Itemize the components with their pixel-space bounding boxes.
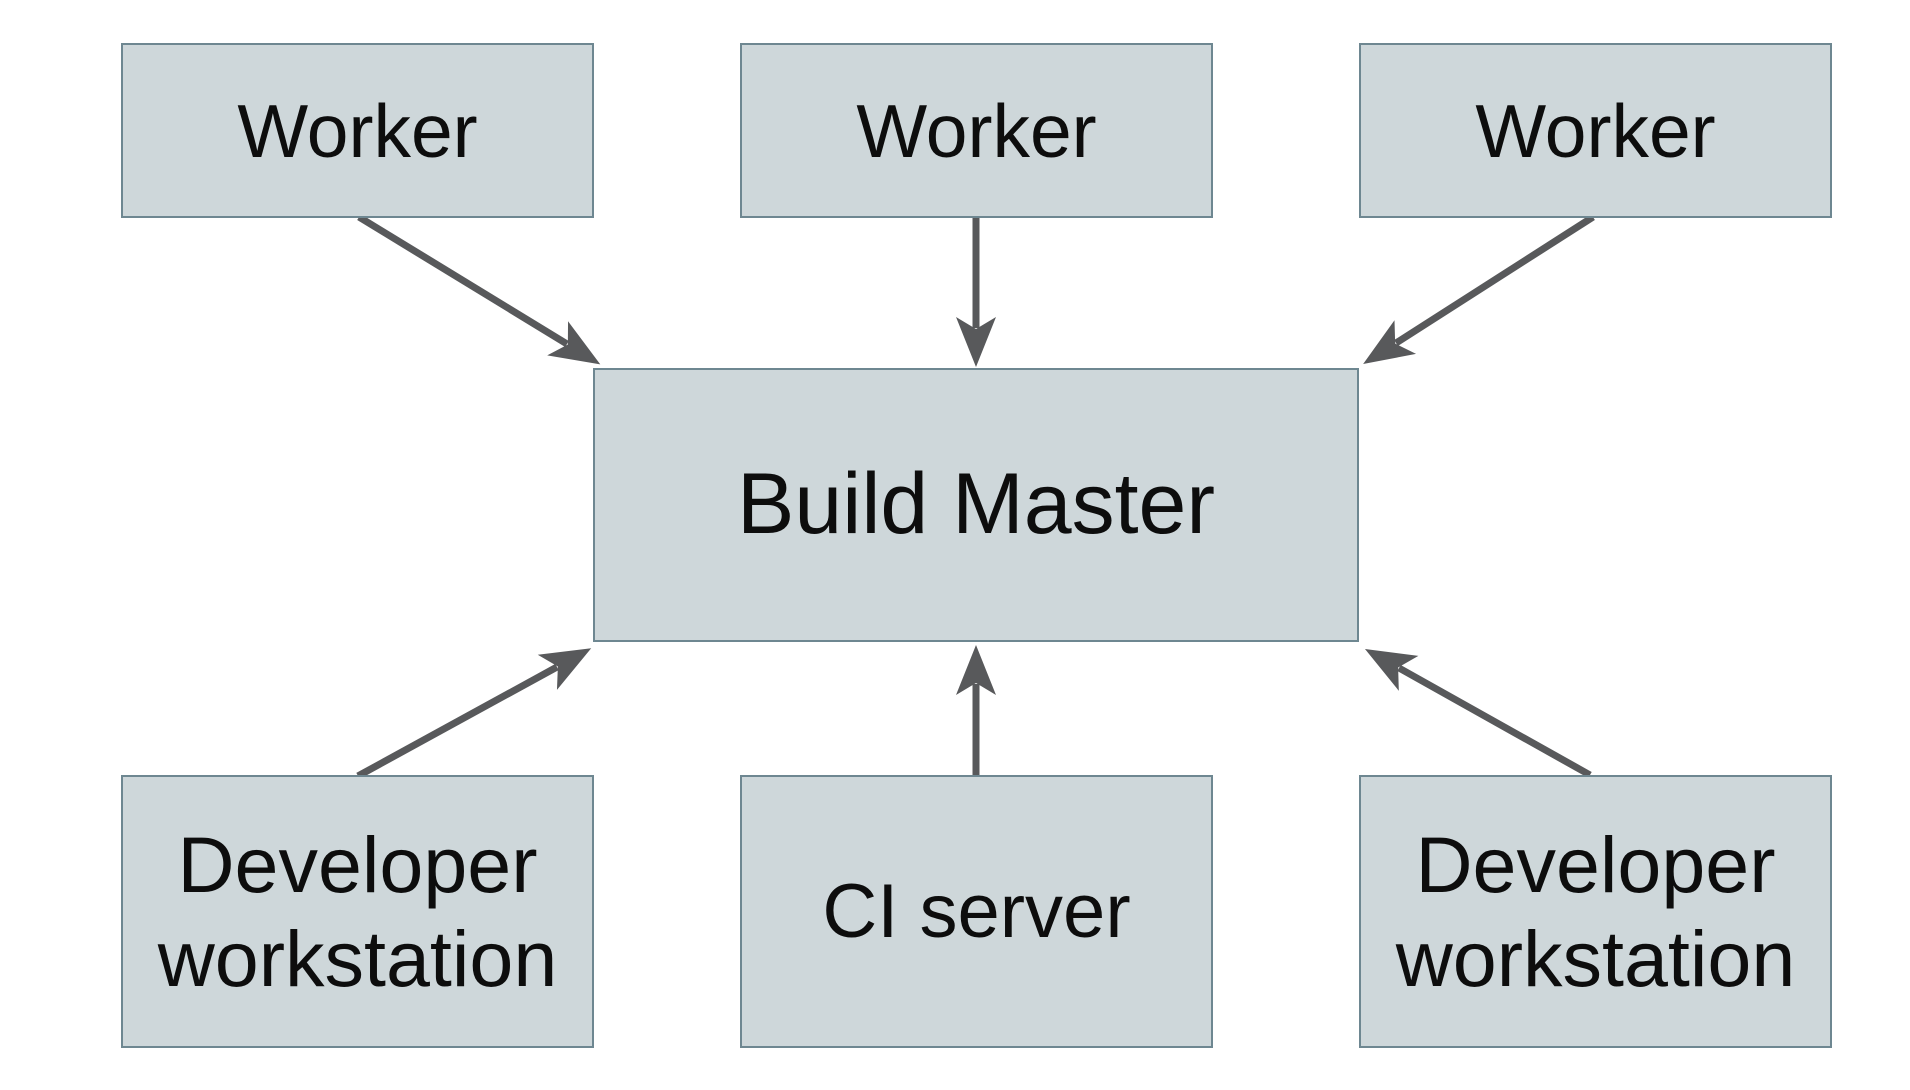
- node-developer-workstation-right-label: Developer workstation: [1395, 820, 1796, 1003]
- node-worker-2-label: Worker: [856, 88, 1097, 173]
- node-ci-server-label: CI server: [822, 868, 1131, 954]
- edge-dev-right-to-build-master: [1364, 648, 1592, 779]
- node-developer-workstation-left-label: Developer workstation: [157, 820, 558, 1003]
- edge-worker1-to-build-master: [357, 214, 601, 365]
- node-build-master-label: Build Master: [737, 456, 1215, 553]
- node-worker-2: Worker: [740, 43, 1213, 218]
- node-worker-1-label: Worker: [237, 88, 478, 173]
- node-worker-3: Worker: [1359, 43, 1832, 218]
- node-build-master: Build Master: [593, 368, 1359, 642]
- node-worker-1: Worker: [121, 43, 594, 218]
- node-developer-workstation-left: Developer workstation: [121, 775, 594, 1048]
- node-worker-3-label: Worker: [1475, 88, 1716, 173]
- node-developer-workstation-right: Developer workstation: [1359, 775, 1832, 1048]
- edge-dev-left-to-build-master: [356, 648, 592, 780]
- node-ci-server: CI server: [740, 775, 1213, 1048]
- edge-worker3-to-build-master: [1363, 214, 1595, 365]
